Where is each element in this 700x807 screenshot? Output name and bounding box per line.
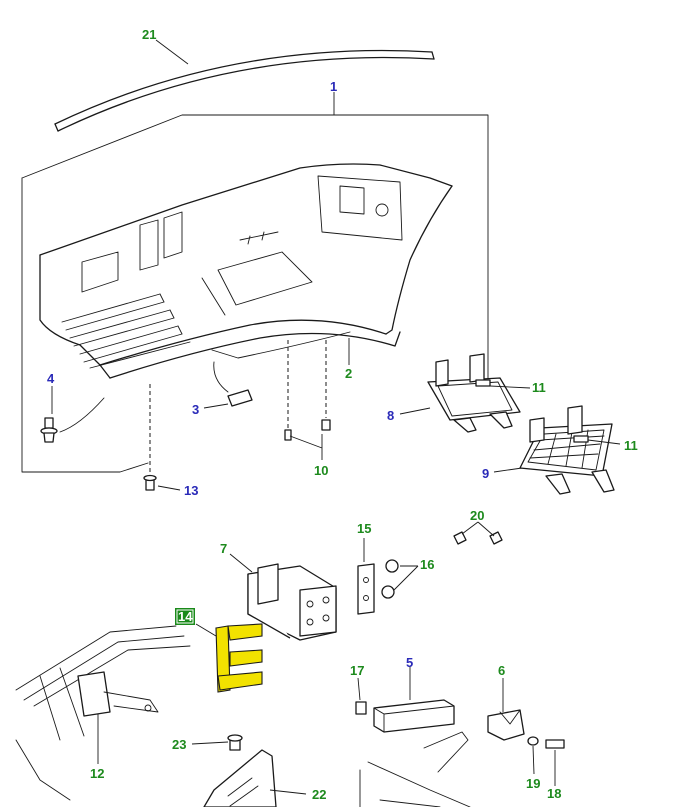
label-1[interactable]: 1: [330, 79, 337, 94]
part-15-plate[interactable]: [357, 563, 375, 615]
label-5[interactable]: 5: [406, 655, 413, 670]
label-17[interactable]: 17: [350, 663, 364, 678]
part-12-chassis-section: [15, 625, 191, 801]
part-11-screws[interactable]: [475, 379, 589, 443]
part-3-clip[interactable]: [213, 361, 253, 407]
label-23[interactable]: 23: [172, 737, 186, 752]
part-10-screws[interactable]: [284, 419, 331, 441]
label-4[interactable]: 4: [47, 371, 55, 386]
label-6[interactable]: 6: [498, 663, 505, 678]
part-23-bolt[interactable]: [227, 734, 243, 751]
part-labels: 21 1 2 3 4 10 13 8 11 11 9 20 7 15 16 14…: [47, 27, 638, 802]
part-19-washer[interactable]: [527, 736, 539, 746]
label-11-lower[interactable]: 11: [624, 438, 638, 453]
label-13[interactable]: 13: [184, 483, 198, 498]
label-2[interactable]: 2: [345, 366, 352, 381]
part-21-moulding-strip[interactable]: [54, 49, 435, 132]
part-22-plate[interactable]: [203, 749, 277, 807]
label-9[interactable]: 9: [482, 466, 489, 481]
label-11-upper[interactable]: 11: [532, 380, 546, 395]
part-20-clips[interactable]: [453, 531, 503, 545]
label-10[interactable]: 10: [314, 463, 328, 478]
chassis-rail: [359, 731, 471, 807]
label-19[interactable]: 19: [526, 776, 540, 791]
label-15[interactable]: 15: [357, 521, 371, 536]
part-18-bolt[interactable]: [545, 739, 565, 749]
part-17-screw[interactable]: [355, 701, 367, 715]
label-8[interactable]: 8: [387, 408, 394, 423]
label-3[interactable]: 3: [192, 402, 199, 417]
svg-text:14: 14: [178, 609, 193, 624]
label-21[interactable]: 21: [142, 27, 156, 42]
part-9-mesh-grille[interactable]: [519, 405, 615, 495]
label-7[interactable]: 7: [220, 541, 227, 556]
part-14-bracket-highlighted[interactable]: [215, 623, 263, 693]
assembly-guide-lines: [149, 340, 327, 476]
leader-lines: [51, 39, 621, 795]
part-4-bolt[interactable]: [40, 397, 105, 443]
part-8-grille-insert[interactable]: [427, 353, 521, 433]
part-16-screws[interactable]: [381, 559, 399, 599]
part-13-screw[interactable]: [143, 474, 157, 491]
part-6-clip-bracket[interactable]: [487, 709, 525, 741]
label-14-highlighted[interactable]: 14: [175, 608, 195, 625]
label-18[interactable]: 18: [547, 786, 561, 801]
label-12[interactable]: 12: [90, 766, 104, 781]
label-22[interactable]: 22: [312, 787, 326, 802]
part-2-bumper-body[interactable]: [39, 163, 453, 379]
label-20[interactable]: 20: [470, 508, 484, 523]
part-7-bracket[interactable]: [247, 563, 337, 641]
label-16[interactable]: 16: [420, 557, 434, 572]
part-5-bracket-strip[interactable]: [373, 699, 455, 733]
part-1-assembly-frame: [21, 114, 489, 473]
